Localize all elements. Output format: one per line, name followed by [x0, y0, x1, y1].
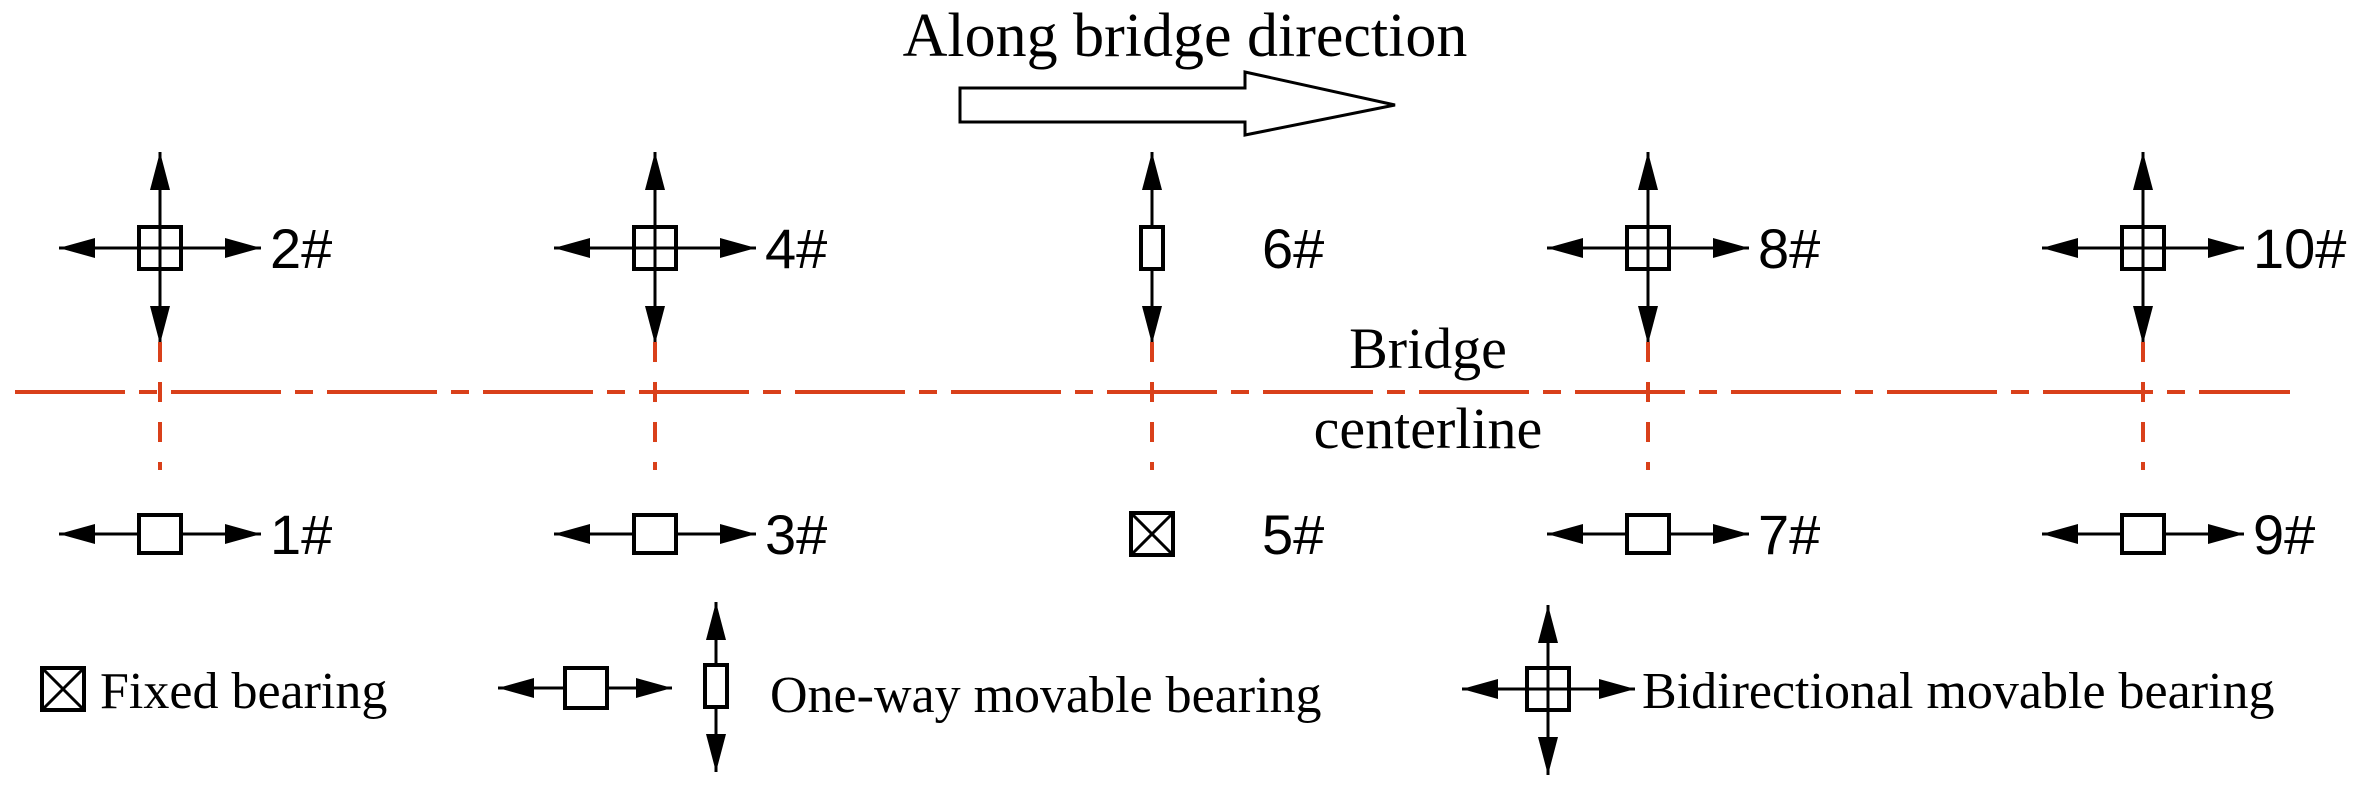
bearing-9: 9# [2042, 503, 2315, 566]
bearing-2: 2# [59, 152, 332, 344]
legend-one-way-label: One-way movable bearing [770, 667, 1322, 724]
direction-label: Along bridge direction [903, 2, 1468, 70]
bearing-label: 1# [270, 503, 332, 566]
bearing-7: 7# [1547, 503, 1820, 566]
bearing-label: 2# [270, 217, 332, 280]
centerline-label-line1: Bridge [1349, 316, 1507, 381]
bearing-label: 6# [1262, 217, 1324, 280]
bearing-label: 10# [2253, 217, 2346, 280]
bearing-label: 4# [765, 217, 827, 280]
bearing-3: 3# [554, 503, 827, 566]
legend-one-way-horizontal-icon [498, 666, 672, 710]
bearing-label: 3# [765, 503, 827, 566]
pier-axis-ticks [158, 342, 2145, 470]
bearing-4: 4# [554, 152, 827, 344]
legend-bidirectional-label: Bidirectional movable bearing [1642, 663, 2274, 720]
legend-one-way-vertical-icon [703, 602, 729, 772]
direction-arrow [958, 70, 1396, 137]
legend-fixed-label: Fixed bearing [100, 663, 387, 720]
bearing-8: 8# [1547, 152, 1820, 344]
bearing-5: 5# [1129, 503, 1324, 566]
bearing-label: 9# [2253, 503, 2315, 566]
bearings-group: 2# 4# 6# 8# 10# 1# 3# 5# 7# 9# [59, 152, 2346, 566]
centerline-label-line2: centerline [1314, 396, 1543, 461]
bearing-label: 7# [1758, 503, 1820, 566]
legend-bidirectional-icon [1462, 605, 1635, 775]
legend: Fixed bearing One-way movable bearing [40, 602, 2274, 775]
bearing-label: 5# [1262, 503, 1324, 566]
bearing-1: 1# [59, 503, 332, 566]
bearing-10: 10# [2042, 152, 2346, 344]
bearing-6: 6# [1139, 152, 1324, 344]
bearing-label: 8# [1758, 217, 1820, 280]
legend-fixed-bearing-icon [40, 666, 86, 712]
